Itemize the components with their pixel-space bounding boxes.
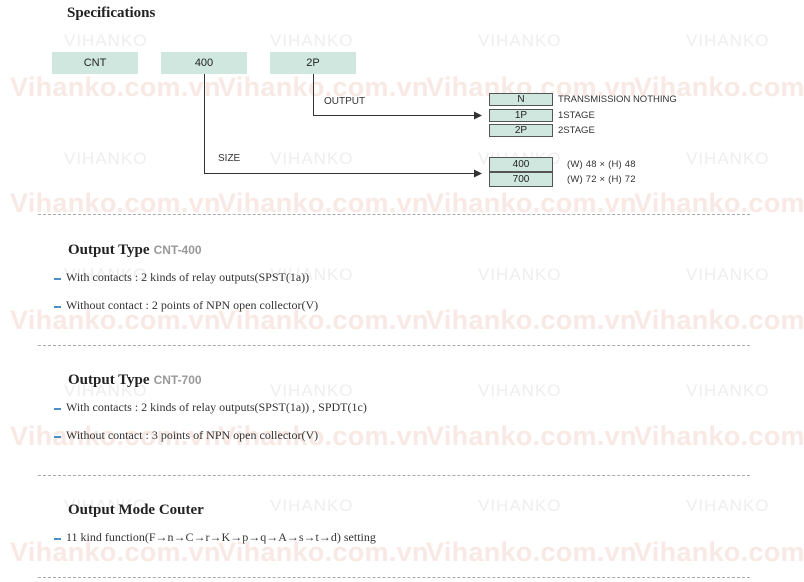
list-item-text: Without contact : 3 points of NPN open c… bbox=[66, 428, 319, 442]
list-item: With contacts : 2 kinds of relay outputs… bbox=[54, 270, 309, 285]
output-option-n-desc: TRANSMISSION NOTHING bbox=[558, 94, 677, 105]
output-option-1p-desc: 1STAGE bbox=[558, 110, 595, 121]
list-item: 11 kind function(F→n→C→r→K→p→q→A→s→t→d) … bbox=[54, 530, 376, 545]
bullet-icon bbox=[54, 278, 61, 280]
output-option-1p: 1P bbox=[489, 109, 553, 122]
output-option-2p: 2P bbox=[489, 124, 553, 137]
specifications-title: Specifications bbox=[67, 5, 156, 21]
list-item-text: Without contact : 2 points of NPN open c… bbox=[66, 298, 319, 312]
list-item-text: With contacts : 2 kinds of relay outputs… bbox=[66, 270, 310, 284]
output-type-400-model: CNT-400 bbox=[153, 243, 202, 257]
bullet-icon bbox=[54, 538, 61, 540]
size-branch-label: SIZE bbox=[218, 153, 241, 164]
list-item: Without contact : 3 points of NPN open c… bbox=[54, 428, 318, 443]
size-option-700-desc: (W) 72 × (H) 72 bbox=[567, 174, 636, 185]
output-type-700-heading: Output Type bbox=[68, 372, 150, 388]
section-divider bbox=[38, 214, 750, 215]
bullet-icon bbox=[54, 306, 61, 308]
output-option-2p-desc: 2STAGE bbox=[558, 125, 595, 136]
output-branch-label: OUTPUT bbox=[324, 96, 366, 107]
size-code-box: 400 bbox=[161, 52, 247, 74]
list-item: Without contact : 2 points of NPN open c… bbox=[54, 298, 318, 313]
bullet-icon bbox=[54, 408, 61, 410]
size-option-400: 400 bbox=[489, 157, 553, 172]
model-code-box: CNT bbox=[52, 52, 138, 74]
output-option-n: N bbox=[489, 93, 553, 106]
list-item: With contacts : 2 kinds of relay outputs… bbox=[54, 400, 367, 415]
list-item-text: 11 kind function(F→n→C→r→K→p→q→A→s→t→d) … bbox=[66, 530, 376, 544]
size-option-700: 700 bbox=[489, 172, 553, 187]
section-divider bbox=[38, 345, 750, 346]
output-type-700-model: CNT-700 bbox=[153, 373, 202, 387]
output-type-400-heading: Output Type bbox=[68, 242, 150, 258]
output-connector-line bbox=[313, 74, 482, 120]
output-mode-title: Output Mode Couter bbox=[68, 502, 204, 518]
output-code-box: 2P bbox=[270, 52, 356, 74]
connector-lines bbox=[204, 74, 482, 178]
size-connector-line bbox=[204, 74, 482, 178]
section-divider bbox=[38, 475, 750, 476]
list-item-text: With contacts : 2 kinds of relay outputs… bbox=[66, 400, 367, 414]
section-divider bbox=[38, 577, 750, 578]
bullet-icon bbox=[54, 436, 61, 438]
size-option-400-desc: (W) 48 × (H) 48 bbox=[567, 159, 636, 170]
